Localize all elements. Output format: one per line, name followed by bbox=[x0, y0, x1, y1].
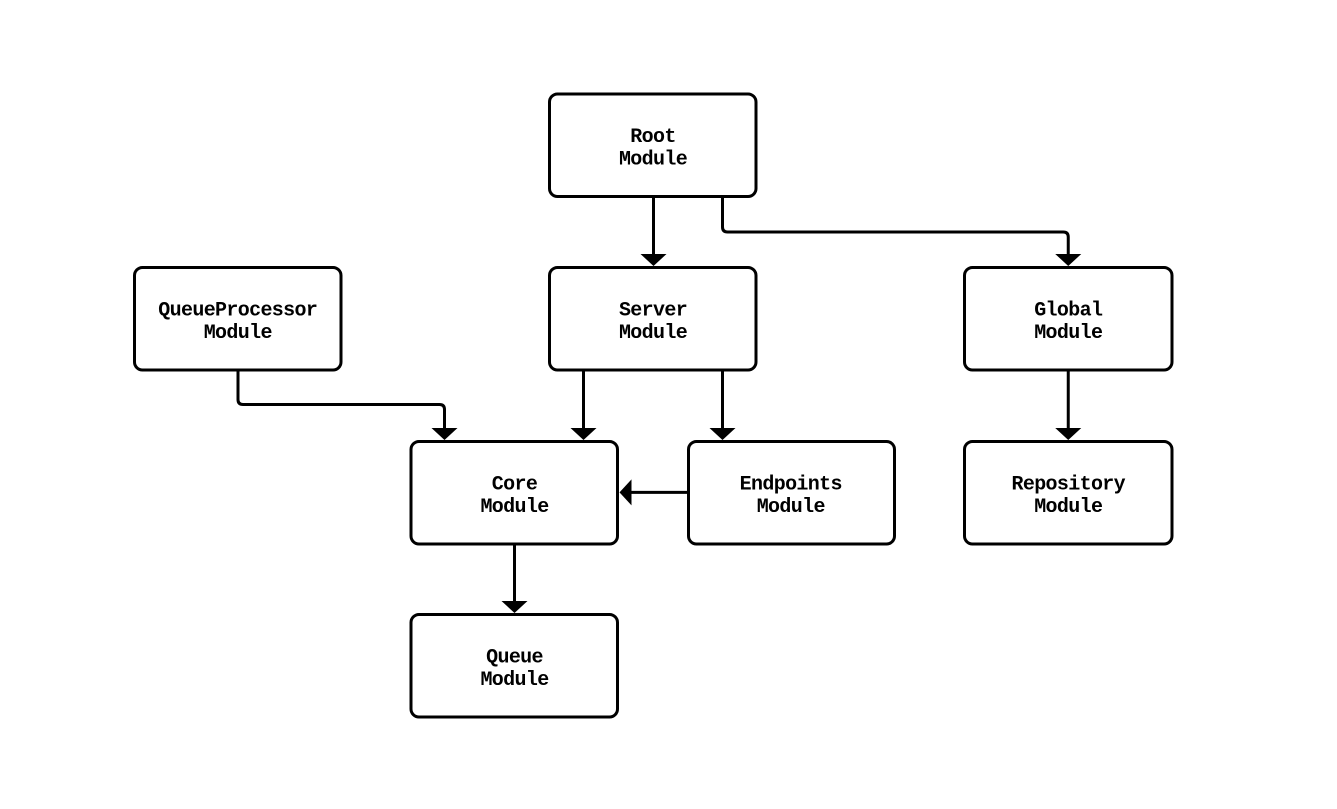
svg-text:Endpoints: Endpoints bbox=[740, 473, 842, 496]
svg-text:Module: Module bbox=[619, 148, 688, 171]
svg-text:Module: Module bbox=[619, 322, 688, 345]
svg-text:Global: Global bbox=[1034, 299, 1103, 322]
svg-text:Module: Module bbox=[204, 322, 273, 345]
svg-text:Module: Module bbox=[757, 496, 826, 519]
svg-text:Root: Root bbox=[630, 126, 675, 149]
svg-text:Module: Module bbox=[480, 669, 549, 692]
svg-text:Module: Module bbox=[1034, 496, 1103, 519]
svg-text:Module: Module bbox=[1034, 322, 1103, 345]
svg-text:Repository: Repository bbox=[1011, 473, 1125, 496]
svg-text:Queue: Queue bbox=[486, 646, 543, 669]
svg-text:Core: Core bbox=[492, 473, 538, 496]
svg-text:QueueProcessor: QueueProcessor bbox=[158, 299, 317, 322]
svg-text:Module: Module bbox=[480, 496, 549, 519]
svg-text:Server: Server bbox=[619, 299, 687, 322]
